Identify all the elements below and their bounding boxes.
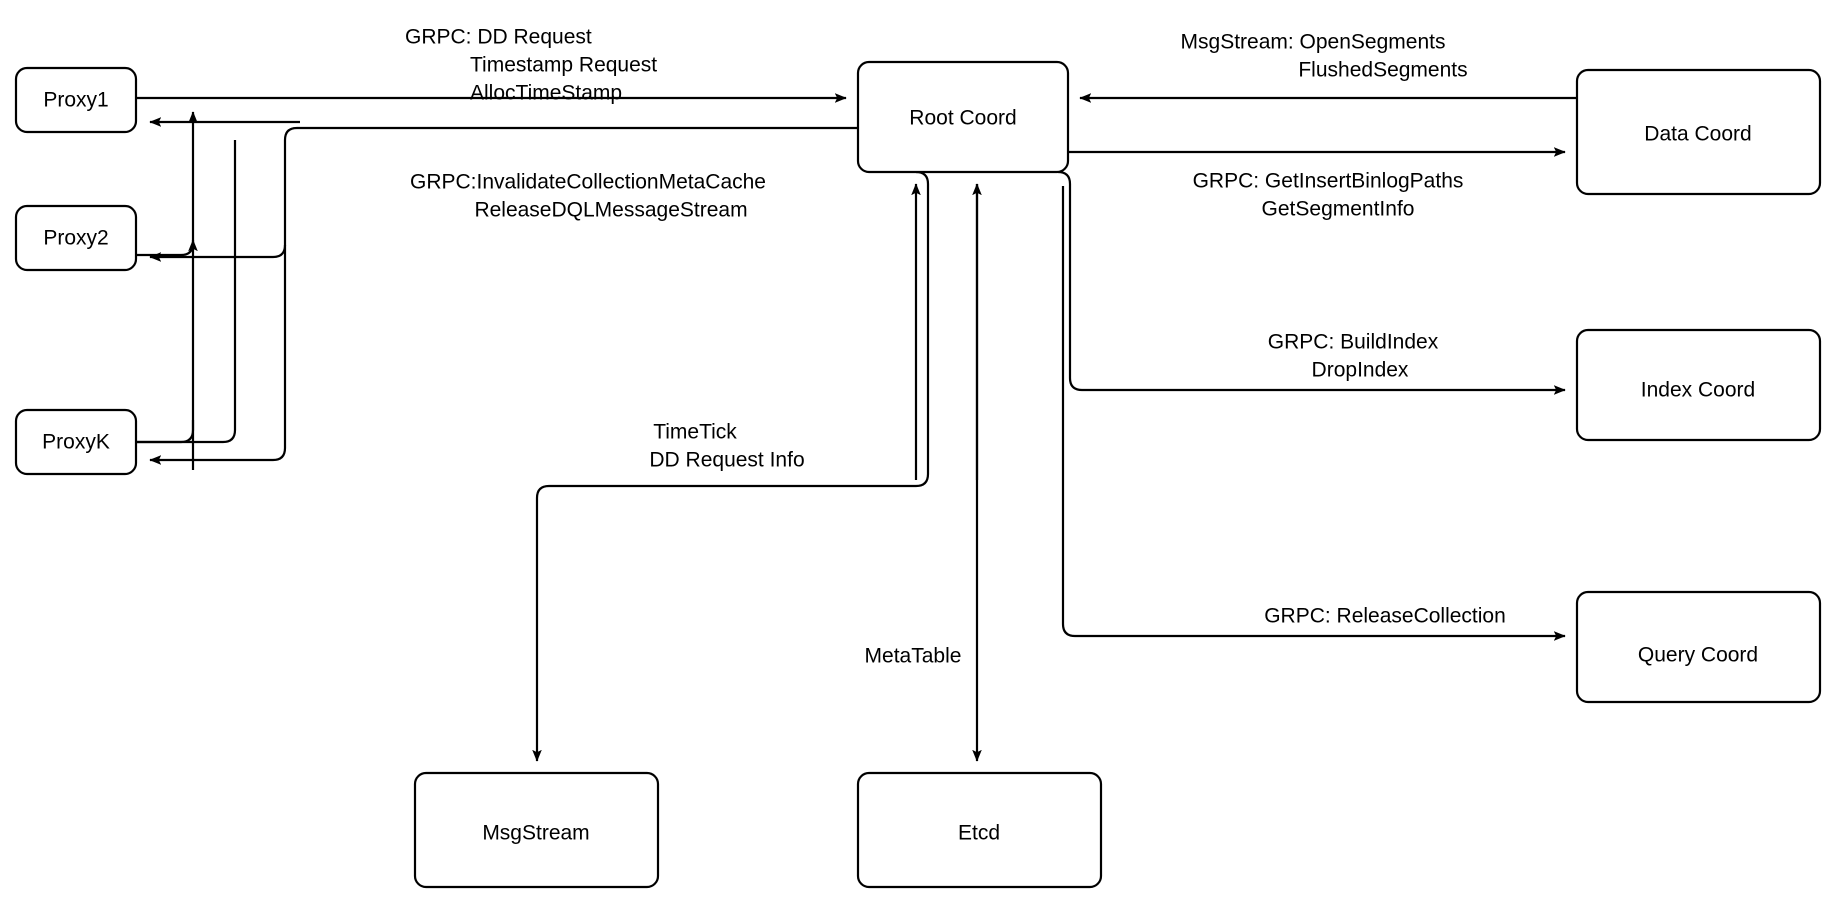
node-rootcoord-rect[interactable]: [856, 60, 1070, 174]
node-etcd-label: Etcd: [958, 822, 1000, 845]
svg-text:DropIndex: DropIndex: [1312, 359, 1409, 382]
svg-text:AllocTimeStamp: AllocTimeStamp: [470, 82, 622, 105]
edge-label-root-to-msgstream: TimeTick DD Request Info: [649, 421, 804, 472]
edge-rootcoord-to-proxy1: [149, 126, 858, 465]
node-indexcoord-rect[interactable]: [1575, 328, 1822, 442]
svg-text:GRPC: GetInsertBinlogPaths: GRPC: GetInsertBinlogPaths: [1193, 170, 1464, 193]
node-etcd[interactable]: Etcd: [856, 771, 1103, 889]
svg-text:Timestamp Request: Timestamp Request: [470, 54, 657, 77]
edges-layer: [136, 93, 1577, 762]
svg-text:MetaTable: MetaTable: [865, 645, 962, 668]
edge-proxyk-to-trunk: [136, 420, 195, 444]
nodes-layer: Proxy1 Proxy2 ProxyK Root Coord Data Coo…: [14, 60, 1822, 889]
edge-rootcoord-to-proxy2: [149, 244, 287, 262]
edge-proxyk-riser: [136, 140, 237, 444]
node-querycoord-rect[interactable]: [1575, 590, 1822, 704]
svg-text:MsgStream: OpenSegments: MsgStream: OpenSegments: [1181, 31, 1446, 54]
node-etcd-rect[interactable]: [856, 771, 1103, 889]
edge-rootcoord-to-querycoord: [1061, 186, 1566, 641]
svg-text:GRPC: DD Request: GRPC: DD Request: [405, 26, 592, 49]
edge-labels-layer: GRPC: DD Request Timestamp Request Alloc…: [405, 26, 1506, 668]
node-proxy2-rect[interactable]: [14, 204, 138, 272]
node-indexcoord-label: Index Coord: [1641, 379, 1755, 402]
node-rootcoord[interactable]: Root Coord: [856, 60, 1070, 174]
svg-text:GetSegmentInfo: GetSegmentInfo: [1262, 198, 1415, 221]
node-indexcoord[interactable]: Index Coord: [1575, 328, 1822, 442]
node-datacoord[interactable]: Data Coord: [1575, 68, 1822, 196]
node-proxy2-label: Proxy2: [43, 227, 108, 250]
node-datacoord-rect[interactable]: [1575, 68, 1822, 196]
node-msgstream[interactable]: MsgStream: [413, 771, 660, 889]
node-querycoord-label: Query Coord: [1638, 644, 1758, 667]
node-proxyk[interactable]: ProxyK: [14, 408, 138, 476]
node-msgstream-rect[interactable]: [413, 771, 660, 889]
node-querycoord[interactable]: Query Coord: [1575, 590, 1822, 704]
node-proxy1-label: Proxy1: [43, 89, 108, 112]
svg-text:DD Request Info: DD Request Info: [649, 449, 804, 472]
svg-text:TimeTick: TimeTick: [653, 421, 737, 444]
edge-label-proxy-to-root: GRPC: DD Request Timestamp Request Alloc…: [405, 26, 657, 105]
edge-label-root-to-query: GRPC: ReleaseCollection: [1264, 605, 1506, 628]
edge-proxy2-to-trunk: [136, 239, 198, 257]
edge-rootcoord-to-msgstream: [532, 170, 930, 762]
edge-label-data-to-root: MsgStream: OpenSegments FlushedSegments: [1181, 31, 1468, 82]
node-proxy2[interactable]: Proxy2: [14, 204, 138, 272]
node-msgstream-label: MsgStream: [482, 822, 589, 845]
node-proxy1-rect[interactable]: [14, 66, 138, 134]
svg-text:FlushedSegments: FlushedSegments: [1298, 59, 1467, 82]
node-rootcoord-label: Root Coord: [909, 107, 1016, 130]
node-datacoord-label: Data Coord: [1644, 123, 1751, 146]
svg-text:GRPC: BuildIndex: GRPC: BuildIndex: [1268, 331, 1439, 354]
svg-text:GRPC: ReleaseCollection: GRPC: ReleaseCollection: [1264, 605, 1506, 628]
edge-label-root-to-index: GRPC: BuildIndex DropIndex: [1268, 331, 1439, 382]
edge-label-root-to-data: GRPC: GetInsertBinlogPaths GetSegmentInf…: [1193, 170, 1464, 221]
svg-text:GRPC:InvalidateCollectionMetaC: GRPC:InvalidateCollectionMetaCache: [410, 171, 766, 194]
edge-label-root-to-proxy: GRPC:InvalidateCollectionMetaCache Relea…: [410, 171, 766, 222]
svg-text:ReleaseDQLMessageStream: ReleaseDQLMessageStream: [474, 199, 747, 222]
edge-rootcoord-to-indexcoord: [1057, 170, 1566, 395]
node-proxy1[interactable]: Proxy1: [14, 66, 138, 134]
node-proxyk-label: ProxyK: [42, 431, 110, 454]
edge-label-root-to-etcd: MetaTable: [865, 645, 962, 668]
node-proxyk-rect[interactable]: [14, 408, 138, 476]
